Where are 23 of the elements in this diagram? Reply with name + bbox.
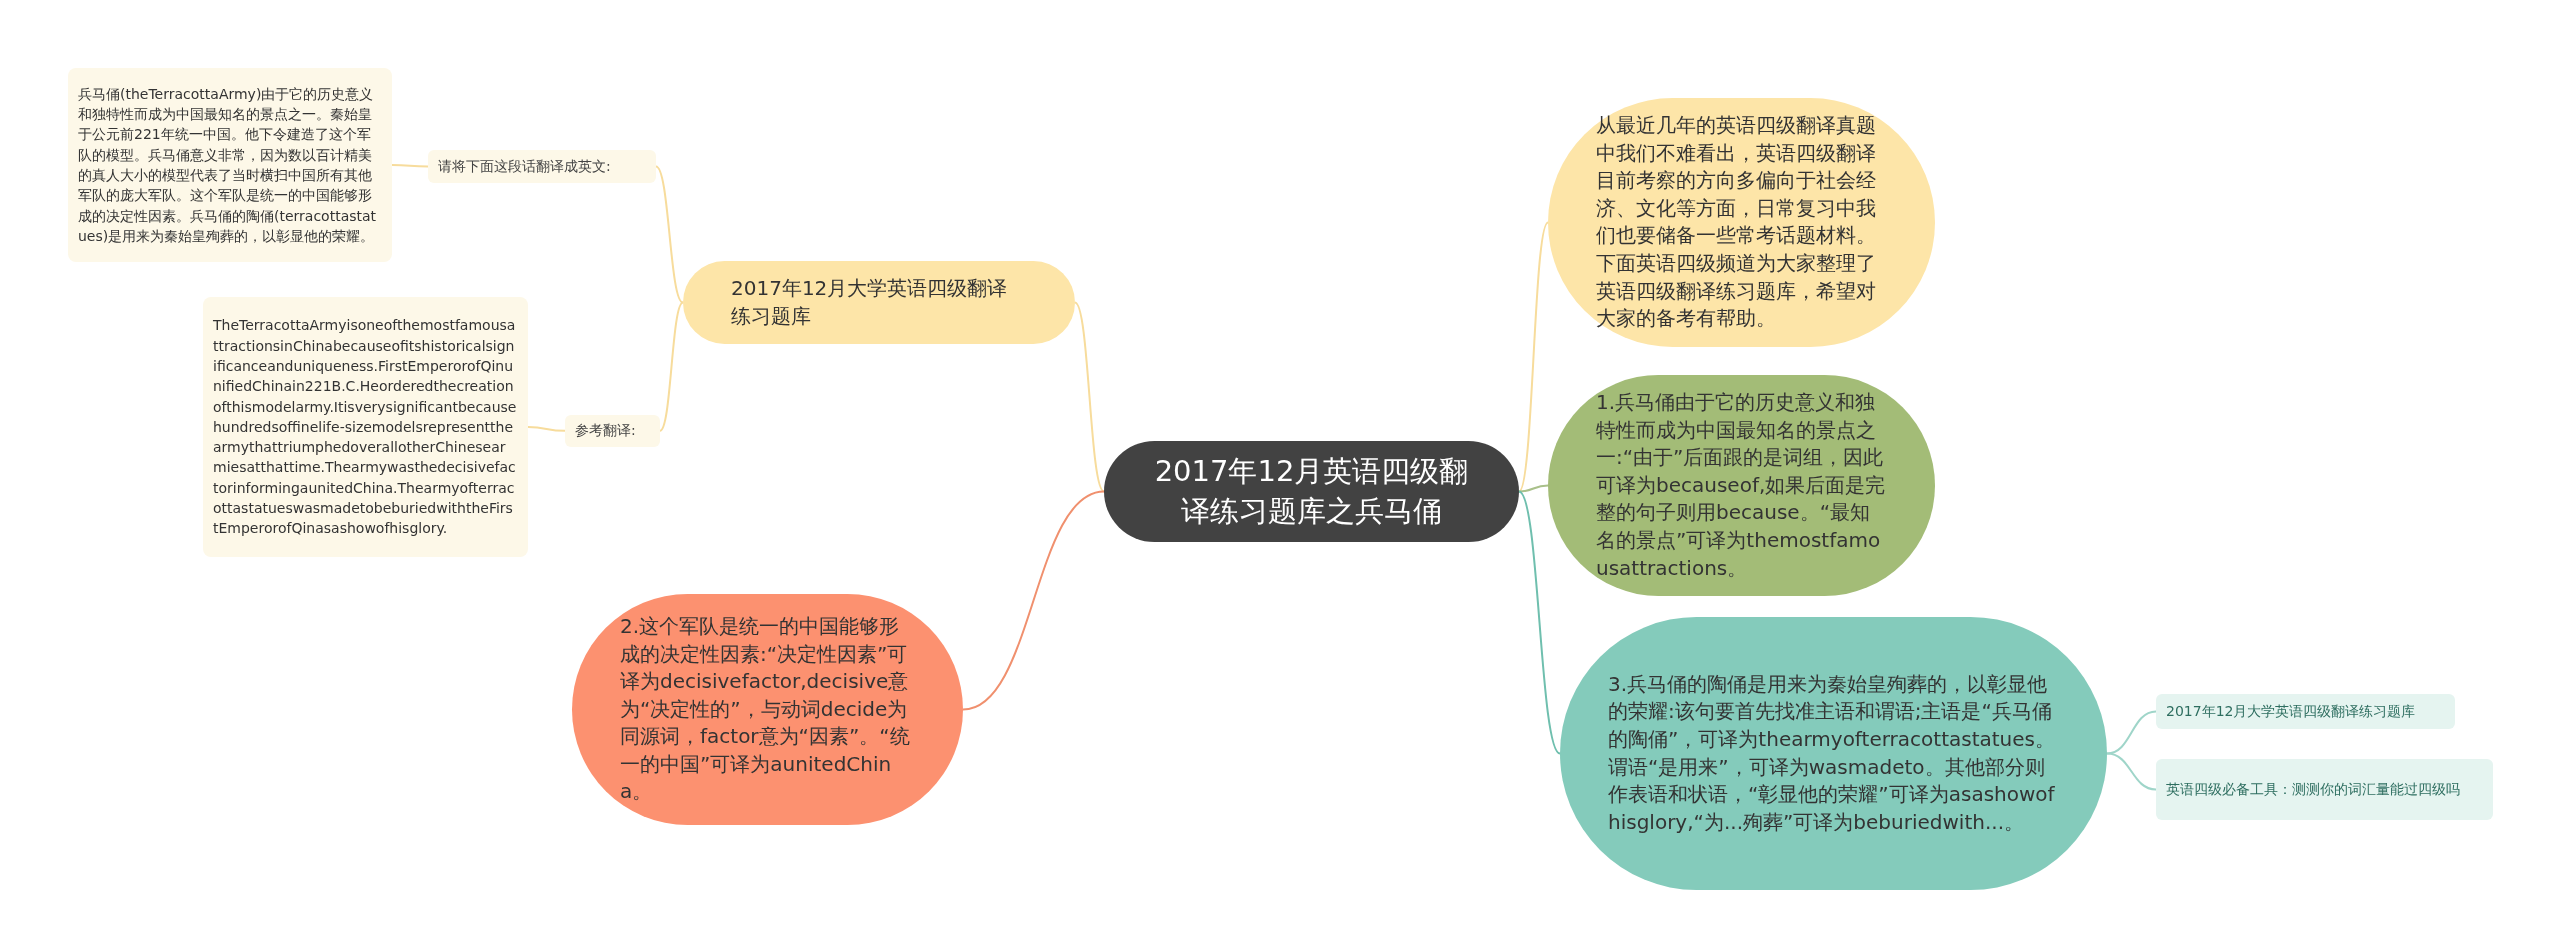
subtopic-label: 英语四级必备工具：测测你的词汇量能过四级吗: [2156, 759, 2493, 820]
connector-line: [1518, 490, 1561, 755]
connector-line: [1518, 221, 1549, 493]
topic-pill: 3.兵马俑的陶俑是用来为秦始皇殉葬的，以彰显他的荣耀:该句要首先找准主语和谓语;主语是“兵马俑的陶俑”，可译为thearmyofterracottastatues。谓语“是用来”，可译为wasmadeto。其他部分则作表语和状语，“彰显他的荣耀”可译为asashowofhisglory,“为...殉葬”可译为beburiedwith...。: [1560, 617, 2107, 890]
note-card: 兵马俑(theTerracottaArmy)由于它的历史意义和独特性而成为中国最知名的景点之一。秦始皇于公元前221年统一中国。他下令建造了这个军队的模型。兵马俑意义非常，因为数以百计精美的真人大小的模型代表了当时横扫中国所有其他军队的庞大军队。这个军队是统一的中国能够形成的决定性因素。兵马俑的陶俑(terracottastatues)是用来为秦始皇殉葬的，以彰显他的荣耀。: [68, 68, 392, 262]
connector-line: [2106, 710, 2157, 755]
topic-pill: 2.这个军队是统一的中国能够形成的决定性因素:“决定性因素”可译为decisivefactor,decisive意为“决定性的”，与动词decide为同源词，factor意为“因素”。“统一的中国”可译为aunitedChina。: [572, 594, 963, 825]
subtopic-label: 请将下面这段话翻译成英文:: [428, 150, 656, 183]
topic-pill: 2017年12月大学英语四级翻译练习题库: [683, 261, 1075, 345]
connector-line: [391, 164, 429, 168]
topic-pill: 从最近几年的英语四级翻译真题中我们不难看出，英语四级翻译目前考察的方向多偏向于社会经济、文化等方面，日常复习中我们也要储备一些常考话题材料。下面英语四级频道为大家整理了英语四级翻译练习题库，希望对大家的备考有帮助。: [1548, 98, 1935, 347]
connector-line: [1074, 301, 1105, 493]
connector-line: [962, 490, 1105, 711]
connector-line: [2106, 752, 2157, 791]
connector-line: [655, 165, 684, 304]
topic-pill: 1.兵马俑由于它的历史意义和独特性而成为中国最知名的景点之一:“由于”后面跟的是词组，因此可译为becauseof,如果后面是完整的句子则用because。“最知名的景点”可译为themostfamousattractions。: [1548, 375, 1935, 597]
subtopic-label: 2017年12月大学英语四级翻译练习题库: [2156, 694, 2455, 729]
connector-line: [527, 426, 566, 432]
connector-line: [1518, 484, 1549, 493]
note-card: TheTerracottaArmyisoneofthemostfamousattractionsinChinabecauseofitshistoricalsignificanceanduniqueness.FirstEmperorofQinunifiedChinain221B.C.Heorderedthecreationofthismodelarmy.Itisverysignificantbecausehundredsoffinelife-sizemodelsrepresentthearmythattriumphedoverallotherChinesearmiesatthattime.ThearmywasthedecisivefactorinformingaunitedChina.ThearmyofterracottastatueswasmadetobeburiedwiththeFirstEmperorofQinasashowofhisglory.: [203, 297, 528, 557]
central-topic: 2017年12月英语四级翻译练习题库之兵马俑: [1104, 441, 1519, 542]
connector-line: [659, 301, 684, 432]
subtopic-label: 参考翻译:: [565, 415, 660, 447]
